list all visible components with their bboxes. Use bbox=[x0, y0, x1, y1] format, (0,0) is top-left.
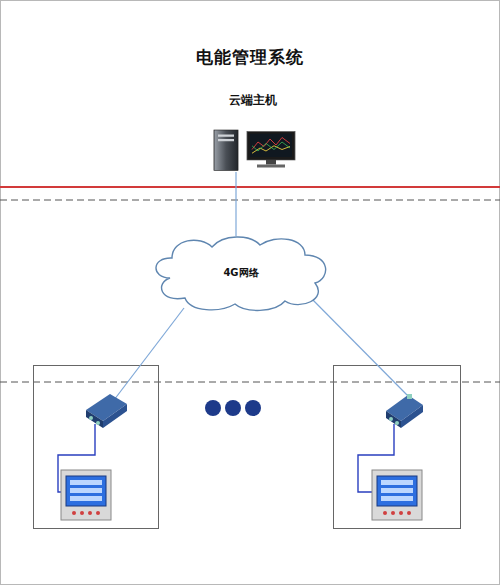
node-label: 云端主机 bbox=[208, 92, 298, 109]
dashed-divider bbox=[0, 200, 500, 201]
dtu-device bbox=[86, 394, 127, 428]
network-label: 4G网络 bbox=[150, 266, 332, 280]
dashed-divider bbox=[0, 382, 500, 383]
cloud-host: 云端主机 bbox=[208, 92, 298, 172]
ellipsis-dot bbox=[225, 400, 241, 416]
ellipsis-dot bbox=[205, 400, 221, 416]
power-meter bbox=[61, 470, 111, 520]
wireless-link bbox=[306, 293, 410, 398]
network-cloud: 4G网络 bbox=[150, 233, 332, 313]
site-frame bbox=[334, 366, 461, 529]
network-link bbox=[236, 172, 237, 236]
dtu-device bbox=[386, 394, 423, 428]
site-frame bbox=[34, 366, 159, 529]
red-divider bbox=[0, 186, 500, 188]
computer-holder bbox=[208, 112, 298, 172]
diagram-title: 电能管理系统 bbox=[0, 46, 500, 69]
ellipsis-dot bbox=[245, 400, 261, 416]
computer-illustration bbox=[208, 112, 298, 172]
power-meter bbox=[372, 470, 422, 520]
wireless-link bbox=[114, 308, 184, 400]
